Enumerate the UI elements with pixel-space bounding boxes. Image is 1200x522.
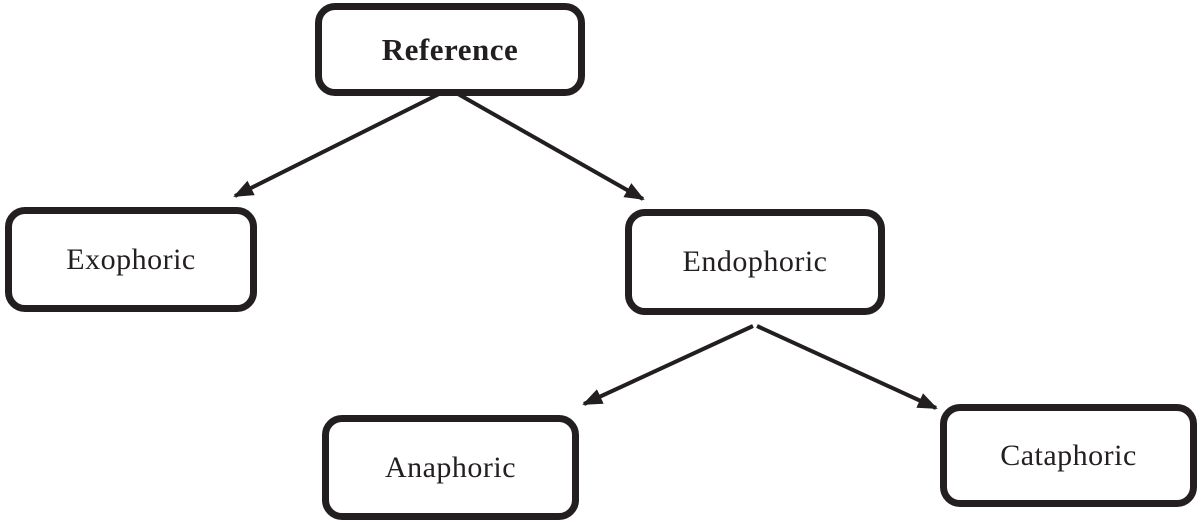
node-reference-label: Reference — [381, 32, 519, 67]
node-cataphoric: Cataphoric — [940, 404, 1197, 507]
node-exophoric-label: Exophoric — [66, 242, 196, 276]
edge-endophoric-anaphoric — [582, 324, 754, 406]
node-exophoric: Exophoric — [5, 207, 257, 312]
node-anaphoric: Anaphoric — [322, 415, 579, 520]
edge-reference-endophoric — [450, 88, 645, 201]
node-cataphoric-label: Cataphoric — [1000, 438, 1137, 472]
edge-endophoric-cataphoric — [756, 324, 938, 410]
edge-reference-exophoric — [233, 88, 448, 198]
node-anaphoric-label: Anaphoric — [384, 450, 517, 484]
node-endophoric-label: Endophoric — [682, 245, 828, 278]
node-endophoric: Endophoric — [625, 209, 885, 315]
node-reference: Reference — [315, 3, 585, 96]
